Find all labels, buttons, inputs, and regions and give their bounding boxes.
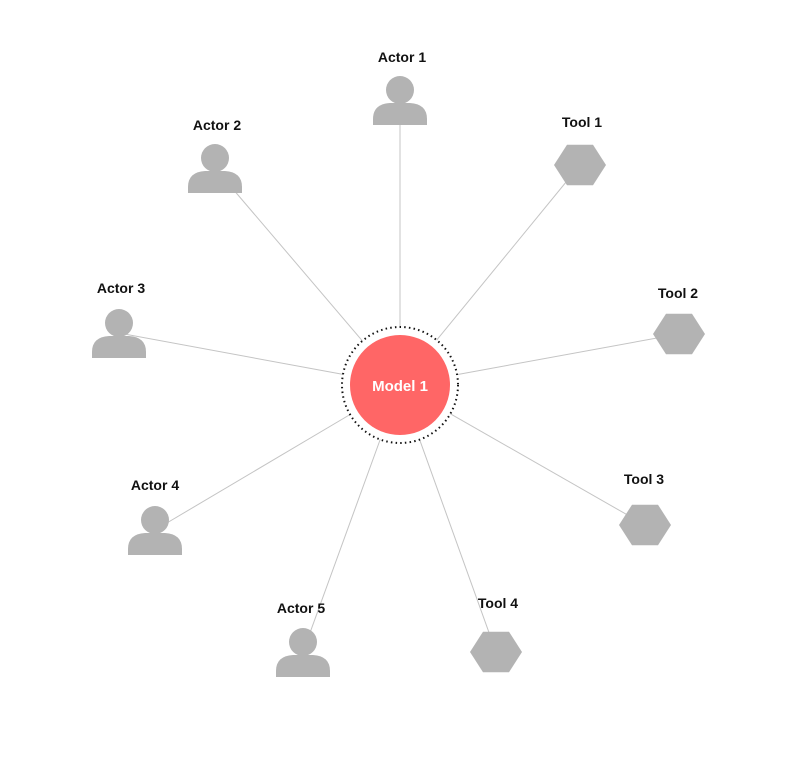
hexagon-icon (470, 631, 522, 673)
actor-label: Actor 4 (131, 477, 179, 493)
edge-tool-2 (457, 333, 680, 376)
hexagon-icon (554, 144, 606, 186)
actor-label: Actor 2 (193, 117, 241, 133)
hexagon-icon (653, 313, 705, 355)
person-icon (276, 628, 330, 677)
edge-actor-3 (118, 332, 344, 375)
actor-label: Actor 5 (277, 600, 325, 616)
person-icon (373, 76, 427, 125)
center-label: Model 1 (372, 378, 428, 395)
tool-label: Tool 4 (478, 595, 518, 611)
tool-node-1[interactable]: Tool 1 (554, 114, 606, 186)
center-circle (350, 335, 450, 435)
actor-node-2[interactable]: Actor 2 (188, 117, 242, 193)
actor-node-4[interactable]: Actor 4 (128, 477, 182, 555)
nodes-layer: Actor 1 Actor 2 Actor 3 Actor 4 Actor 5 Tool … (92, 49, 705, 677)
edge-tool-4 (419, 439, 497, 653)
edge-actor-5 (302, 439, 381, 653)
person-icon (188, 144, 242, 193)
tool-label: Tool 1 (562, 114, 602, 130)
edge-actor-2 (214, 167, 363, 342)
edges-layer (118, 100, 680, 653)
hexagon-icon (619, 504, 671, 546)
center-node-model[interactable]: Model 1 (341, 326, 459, 444)
person-icon (92, 309, 146, 358)
tool-node-4[interactable]: Tool 4 (470, 595, 522, 673)
tool-label: Tool 2 (658, 285, 698, 301)
edge-tool-3 (450, 413, 646, 526)
person-icon (128, 506, 182, 555)
tool-node-2[interactable]: Tool 2 (653, 285, 705, 355)
actor-node-1[interactable]: Actor 1 (373, 49, 427, 125)
center-ring (341, 326, 459, 444)
tool-label: Tool 3 (624, 471, 664, 487)
tool-node-3[interactable]: Tool 3 (619, 471, 671, 546)
actor-node-3[interactable]: Actor 3 (92, 280, 146, 358)
edge-tool-1 (436, 164, 581, 341)
actor-label: Actor 1 (378, 49, 426, 65)
edge-actor-4 (154, 414, 351, 531)
actor-node-5[interactable]: Actor 5 (276, 600, 330, 677)
actor-label: Actor 3 (97, 280, 145, 296)
